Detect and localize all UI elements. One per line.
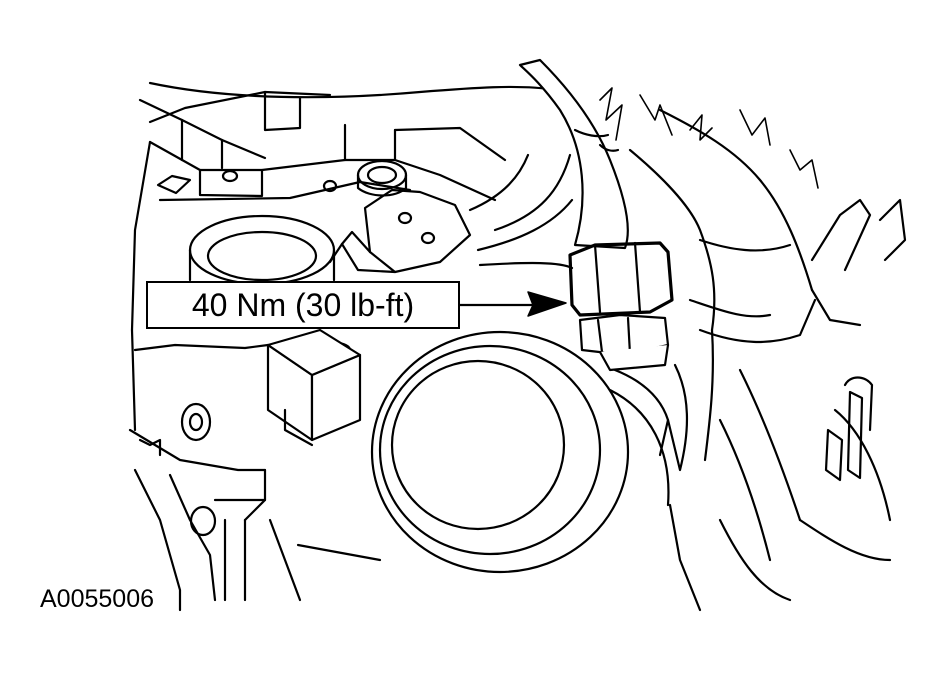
callout-arrow [458, 291, 567, 317]
bracket [328, 188, 472, 274]
boss-block [266, 328, 362, 447]
lower-housing-left [128, 328, 382, 612]
torque-callout: 40 Nm (30 lb-ft) [146, 281, 460, 329]
torque-label: 40 Nm (30 lb-ft) [191, 286, 415, 323]
break-lines [599, 87, 819, 189]
coolant-pipe [518, 58, 629, 250]
right-brackets [668, 198, 907, 612]
fitting-nut-upper [568, 241, 674, 317]
cylinder-bore [188, 214, 336, 286]
engine-housing [130, 81, 557, 332]
round-cover [370, 330, 670, 574]
elbow-fitting [613, 363, 689, 472]
filler-cap [356, 159, 408, 197]
fitting-nut-lower [578, 313, 670, 372]
hose-bundle [468, 108, 817, 562]
figure-reference-code: A0055006 [40, 585, 155, 613]
